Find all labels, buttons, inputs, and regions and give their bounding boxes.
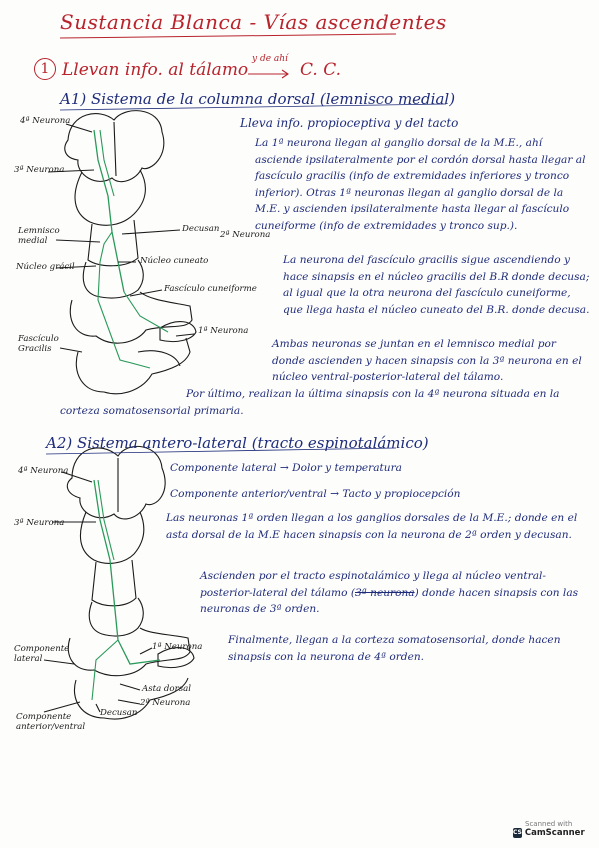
scanner-watermark: Scanned with CS CamScanner [513,820,585,838]
a1-label-nucleo-cuneato: Núcleo cuneato [140,256,209,266]
a1-label-neurona-3: 3ª Neurona [14,165,65,175]
a2-component-lateral: Componente lateral → Dolor y temperatura [170,462,402,474]
a1-paragraph-1: La 1ª neurona llegan al ganglio dorsal d… [255,137,586,232]
a2-label-neurona-3: 3ª Neurona [14,518,65,528]
a2-label-neurona-1: 1ª Neurona [152,642,203,652]
a2-component-anterior: Componente anterior/ventral → Tacto y pr… [170,488,461,500]
a2-paragraph-1: Las neuronas 1ª orden llegan a los gangl… [166,512,578,541]
section-label: Llevan info. al tálamo [62,60,249,80]
diagram-columna-dorsal [47,110,197,395]
a2-label-componente-lateral: Componente lateral [14,644,70,664]
a1-label-neurona-4: 4ª Neurona [20,116,71,126]
a2-label-decusan: Decusan [100,708,138,718]
section-arrow-note: y de ahí [252,54,288,64]
a1-paragraph-3: Ambas neuronas se juntan en el lemnisco … [272,338,582,384]
a1-paragraph-2: La neurona del fascículo gracilis sigue … [283,254,590,316]
a1-label-fasciculo-cuneiforme: Fascículo cuneiforme [164,284,257,294]
a2-label-neurona-4: 4ª Neurona [18,466,69,476]
a2-label-neurona-2: 2ª Neurona [140,698,191,708]
watermark-brand: CamScanner [524,828,585,838]
a1-label-lemnisco-medial: Lemnisco medial [18,226,60,246]
a1-paragraph-4: Por último, realizan la última sinapsis … [60,388,560,417]
a1-label-decusan: Decusan [182,224,220,234]
a1-label-fasciculo-gracilis: Fascículo Gracilis [18,334,59,354]
a2-label-componente-anterior: Componente anterior/ventral [16,712,86,732]
a2-label-asta-dorsal: Asta dorsal [142,684,191,694]
section-number-badge: 1 [34,58,56,80]
a1-label-neurona-2: 2ª Neurona [220,230,271,240]
a2-paragraph-3: Finalmente, llegan a la corteza somatose… [228,634,561,663]
a1-heading: A1) Sistema de la columna dorsal (lemnis… [60,90,456,108]
camscanner-logo-icon: CS [513,828,522,838]
a2-heading: A2) Sistema antero-lateral (tracto espin… [46,434,429,452]
a1-label-nucleo-gracil: Núcleo grácil [16,262,75,272]
a2-paragraph-2: Ascienden por el tracto espinotalámico y… [200,570,579,616]
a1-label-neurona-1: 1ª Neurona [198,326,249,336]
a1-intro: Lleva info. propioceptiva y del tacto [240,116,459,130]
page-title: Sustancia Blanca - Vías ascendentes [60,10,447,34]
watermark-top-text: Scanned with [525,820,573,828]
a2-struck-text: 3ª neurona [354,586,415,599]
section-arrow [248,69,289,79]
diagram-antero-lateral [43,445,195,720]
title-underline [59,33,397,39]
section-target: C. C. [300,60,342,80]
